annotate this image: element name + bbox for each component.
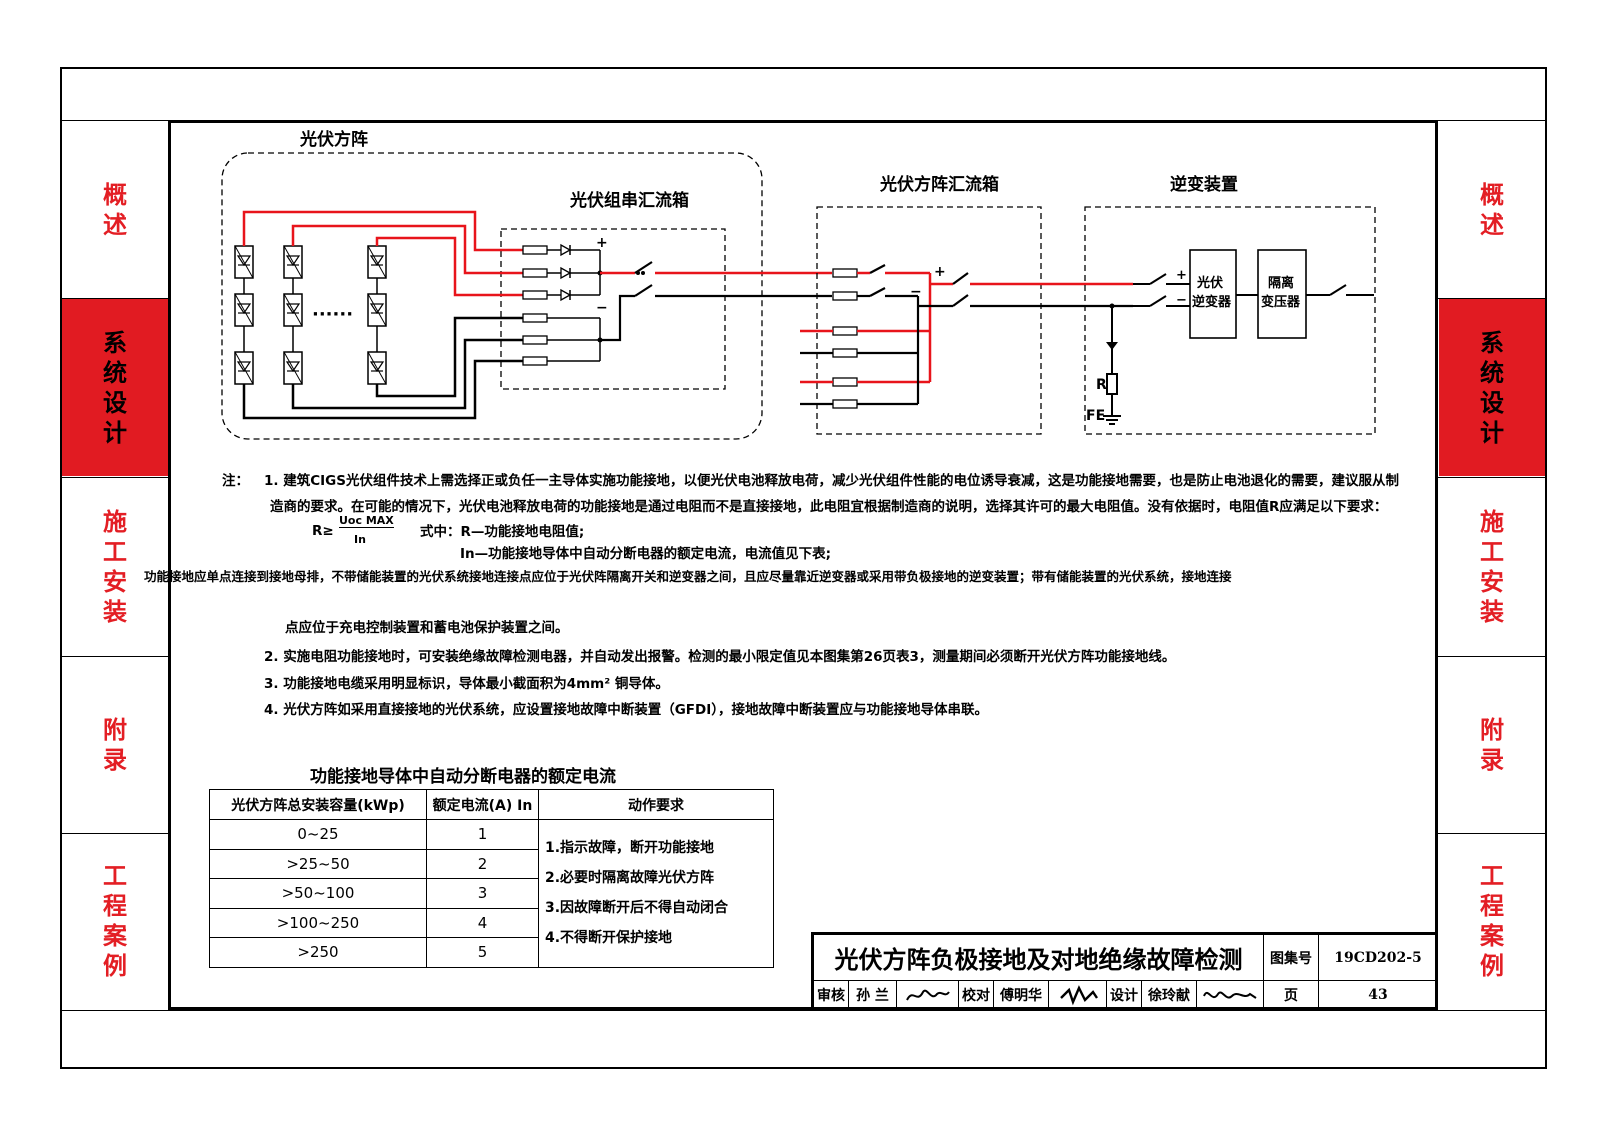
checker-name: 傅明华 [994,981,1049,1010]
table-row: >100~250 4 [209,907,774,938]
right-nav-cases[interactable]: 工程案例 [1480,862,1504,980]
pv-module [283,351,303,385]
page-label: 页 [1264,981,1319,1010]
svg-text:变压器: 变压器 [1261,294,1301,310]
checker-signature [1049,981,1107,1010]
table-title: 功能接地导体中自动分断电器的额定电流 [310,767,616,787]
string-combiner-box [500,228,726,390]
table-actions-cell: 1.指示故障，断开功能接地 2.必要时隔离故障光伏方阵 3.因故障断开后不得自动… [538,819,774,968]
pv-module [283,245,303,279]
pv-module [283,293,303,327]
drawing-title: 光伏方阵负极接地及对地绝缘故障检测 [814,935,1264,981]
pv-module [367,351,387,385]
pv-module [234,245,254,279]
pv-module [367,245,387,279]
table-row: >50~100 3 [209,878,774,909]
left-nav-appendix[interactable]: 附录 [103,715,127,774]
array-combiner-label: 光伏方阵汇流箱 [879,174,999,195]
page-number: 43 [1319,981,1438,1010]
svg-text:逆变器: 逆变器 [1192,294,1232,310]
svg-text:+: + [1176,268,1187,283]
array-combiner-box [816,206,1042,435]
inverter-device-box [1084,206,1376,435]
fe-label: FE [1086,408,1105,424]
designer-signature [1197,981,1264,1010]
formula-in: In—功能接地导体中自动分断电器的额定电流，电流值见下表; [460,546,832,562]
svg-text:光伏: 光伏 [1196,275,1223,291]
inverter-device-label: 逆变装置 [1170,174,1238,195]
note-2: 2. 实施电阻功能接地时，可安装绝缘故障检测电器，并自动发出报警。检测的最小限定… [264,649,1176,665]
string-combiner-label: 光伏组串汇流箱 [569,190,689,211]
formula-where: 式中：R—功能接地电阻值; [420,524,585,540]
table-row: >25~50 2 [209,848,774,879]
table-header-capacity: 光伏方阵总安装容量(kWp) [209,789,427,820]
drawing-frame [168,120,1438,1010]
review-label: 审核 [814,981,849,1010]
pv-array-label: 光伏方阵 [299,129,368,150]
svg-text:+: + [596,235,608,251]
positive-wires [242,210,523,297]
pv-module [234,293,254,327]
table-row: 0~25 1 1.指示故障，断开功能接地 2.必要时隔离故障光伏方阵 3.因故障… [209,819,774,968]
note-3: 3. 功能接地电缆采用明显标识，导体最小截面积为4mm² 铜导体。 [264,676,669,692]
left-nav-construction[interactable]: 施工安装 [103,507,127,626]
outer-frame [60,67,1547,1069]
svg-text:隔离: 隔离 [1268,275,1294,291]
svg-text:−: − [910,284,922,300]
rated-current-table: 光伏方阵总安装容量(kWp) 额定电流(A) In 动作要求 0~25 1 1.… [209,789,774,968]
svg-text:+: + [934,264,946,280]
reviewer-name: 孙 兰 [849,981,897,1010]
atlas-label: 图集号 [1264,935,1319,981]
left-nav-system-design[interactable]: 系统设计 [62,299,168,476]
pv-module [234,351,254,385]
check-label: 校对 [959,981,994,1010]
reviewer-signature [897,981,959,1010]
note-4: 4. 光伏方阵如采用直接接地的光伏系统，应设置接地故障中断装置（GFDI），接地… [264,702,989,718]
top-divider [60,120,1547,121]
table-header-current: 额定电流(A) In [426,789,539,820]
module-ellipsis: ······ [312,304,353,325]
table-row: >250 5 [209,937,774,968]
left-nav-cases[interactable]: 工程案例 [103,862,127,980]
right-nav-overview[interactable]: 概述 [1480,180,1504,239]
note-1-line-4: 点应位于充电控制装置和蓄电池保护装置之间。 [285,620,569,636]
pv-module [367,293,387,327]
note-1-line-3: 功能接地应单点连接到接地母排，不带储能装置的光伏系统接地连接点应位于光伏阵隔离开… [144,569,1232,584]
formula-numerator: Uoc MAX [339,514,394,528]
note-1-line-1: 1. 建筑CIGS光伏组件技术上需选择正或负任一主导体实施功能接地，以便光伏电池… [264,473,1399,489]
note-1-line-2: 造商的要求。在可能的情况下，光伏电池释放电荷的功能接地是通过电阻而不是直接接地，… [270,499,1388,515]
negative-wires [242,316,523,420]
note-prefix: 注： [222,473,249,489]
isolation-transformer-block [1257,249,1307,339]
pv-inverter-block [1189,249,1237,339]
atlas-number: 19CD202-5 [1319,935,1438,981]
svg-text:−: − [1176,293,1187,308]
formula-denominator: In [354,533,366,546]
table-header-actions: 动作要求 [538,789,774,820]
svg-text:−: − [596,300,608,316]
formula-lhs: R≥ [312,523,334,539]
resistor-label: R [1096,377,1107,393]
left-nav-overview[interactable]: 概述 [103,180,127,239]
right-nav-system-design[interactable]: 系统设计 [1439,299,1545,476]
title-block: 光伏方阵负极接地及对地绝缘故障检测 图集号 19CD202-5 审核 孙 兰 校… [811,932,1438,1010]
right-nav-appendix[interactable]: 附录 [1480,715,1504,774]
right-nav-construction[interactable]: 施工安装 [1480,507,1504,626]
design-label: 设计 [1107,981,1142,1010]
bottom-divider [60,1010,1547,1011]
designer-name: 徐玲献 [1142,981,1197,1010]
